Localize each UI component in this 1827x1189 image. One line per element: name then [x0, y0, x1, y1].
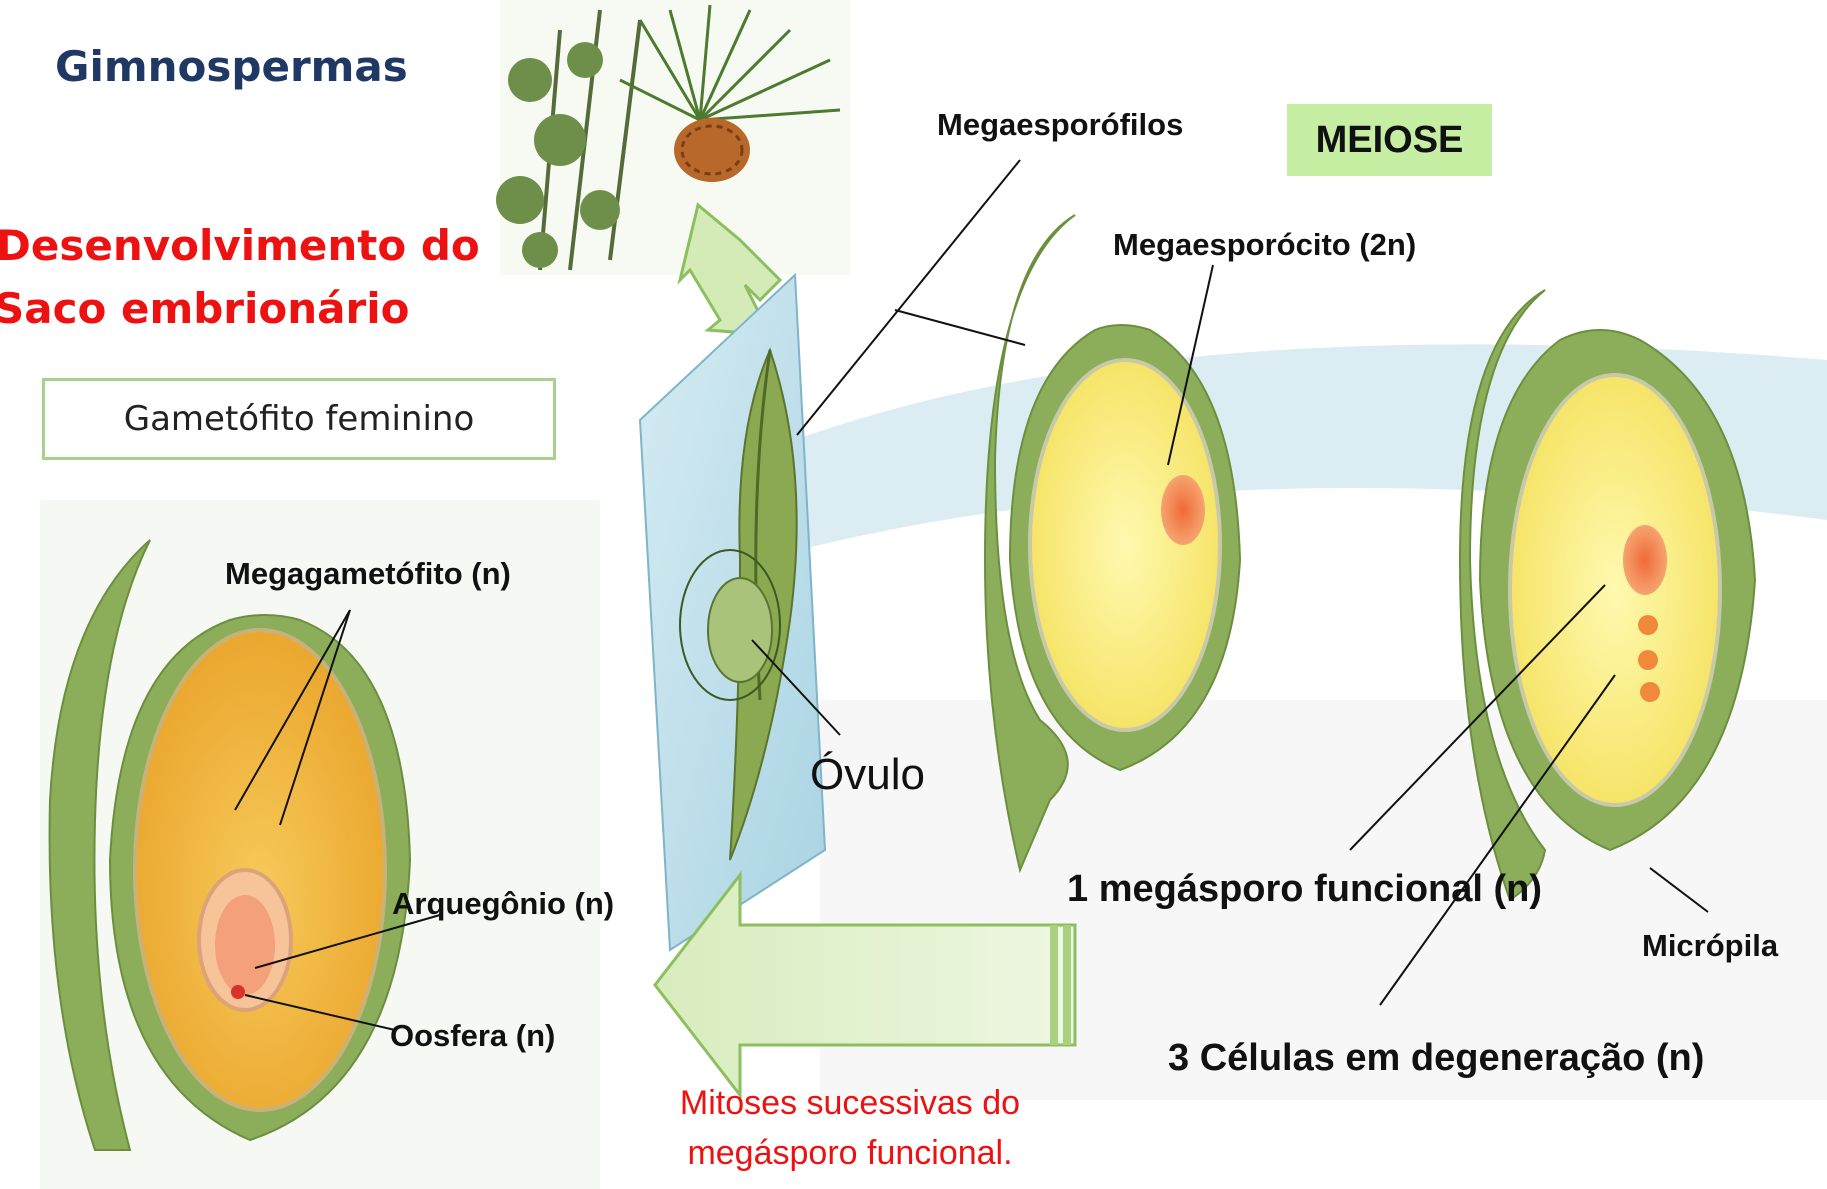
ovule-shape [708, 578, 772, 682]
gametofito-box: Gametófito feminino [42, 378, 556, 460]
pine-branch-image [496, 0, 850, 275]
meiose-badge: MEIOSE [1287, 104, 1492, 176]
label-megasporo-funcional: 1 megásporo funcional (n) [1067, 868, 1542, 911]
label-megaesporocito: Megaesporócito (2n) [1113, 227, 1416, 263]
subtitle-line-2: Saco embrionário [0, 278, 409, 340]
oosphere [231, 985, 245, 999]
title-bullet: ) [0, 42, 3, 91]
label-ovulo: Óvulo [810, 750, 925, 800]
megasporocyte-nucleus [1161, 475, 1205, 545]
label-megagametofito: Megagametófito (n) [225, 556, 511, 592]
label-celulas-degeneracao: 3 Células em degeneração (n) [1168, 1037, 1704, 1080]
label-micropila: Micrópila [1642, 928, 1778, 964]
label-arquegonio: Arquegônio (n) [392, 886, 614, 922]
mitoses-line-2: megásporo funcional. [640, 1128, 1060, 1178]
mitoses-line-1: Mitoses sucessivas do [640, 1078, 1060, 1128]
page-title: Gimnospermas [55, 42, 408, 91]
label-megaesporofilos: Megaesporófilos [937, 107, 1183, 143]
subtitle-line-1: Desenvolvimento do [0, 215, 480, 277]
label-oosfera: Oosfera (n) [390, 1018, 555, 1054]
functional-megaspore [1623, 525, 1667, 595]
